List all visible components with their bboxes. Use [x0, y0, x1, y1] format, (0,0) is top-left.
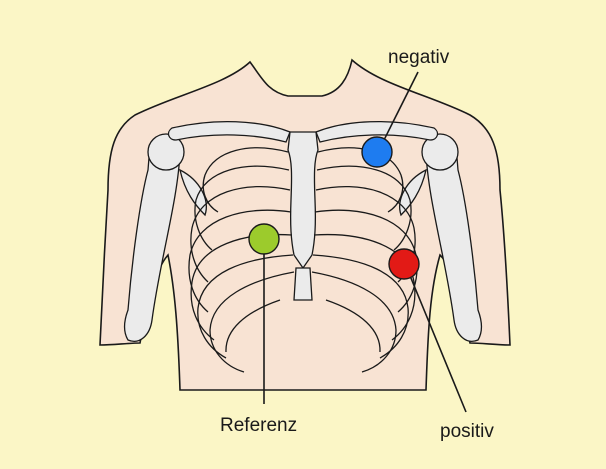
scapula-right — [399, 168, 427, 217]
label-positive: positiv — [440, 421, 494, 442]
shoulder-head-right — [421, 133, 459, 171]
label-negative: negativ — [388, 47, 450, 68]
clavicle-left — [167, 120, 291, 143]
spine — [293, 267, 313, 301]
skeleton — [123, 120, 483, 373]
leader-lines — [263, 71, 467, 413]
ribs-left — [188, 147, 295, 373]
leader-line-positive — [405, 265, 467, 413]
sternum — [287, 131, 319, 270]
scapula-left — [179, 168, 207, 217]
green-electrode-icon — [248, 223, 280, 255]
leader-line-negative — [379, 71, 419, 149]
red-electrode-icon — [388, 248, 420, 280]
blue-electrode-icon — [361, 136, 393, 168]
label-reference: Referenz — [220, 415, 298, 436]
clavicle-right — [315, 120, 439, 143]
ribs-right — [311, 147, 418, 373]
shoulder-head-left — [147, 133, 185, 171]
